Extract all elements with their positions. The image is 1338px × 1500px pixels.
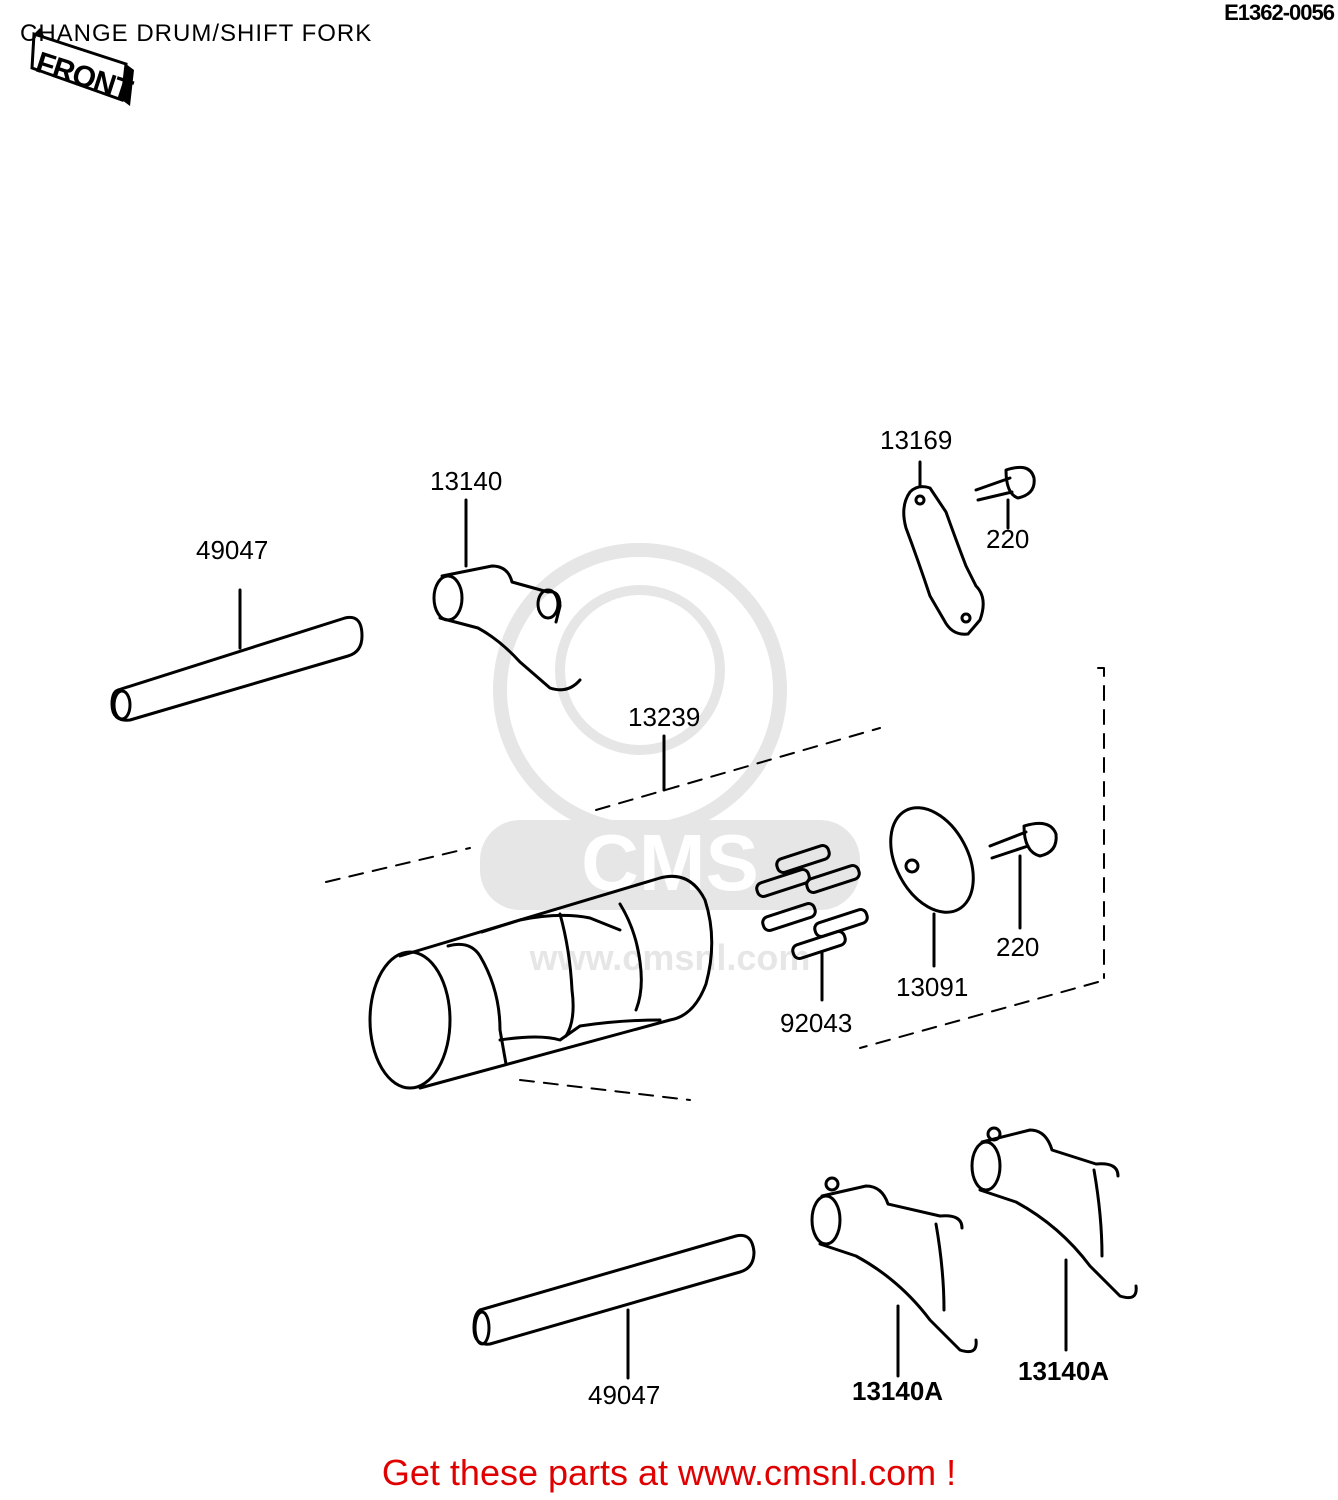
label-drum-cam: 13091: [896, 972, 969, 1002]
label-shift-rod-lower: 49047: [588, 1380, 661, 1410]
label-shift-fork-a2: 13140A: [1018, 1356, 1110, 1386]
page-title: CHANGE DRUM/SHIFT FORK: [20, 20, 373, 47]
watermark-url: www.cmsnl.com: [529, 937, 811, 978]
shift-rod-lower: [472, 1233, 756, 1380]
buy-parts-link[interactable]: Get these parts at www.cmsnl.com !: [381, 1452, 957, 1493]
label-shift-fork-a1: 13140A: [852, 1376, 944, 1406]
plate-top: [902, 460, 985, 636]
assembly-outline: [325, 667, 1105, 1101]
label-shift-fork-upper: 13140: [430, 466, 503, 496]
front-arrow-badge: [30, 28, 142, 106]
shift-fork-upper: [432, 498, 582, 692]
label-change-drum: 13239: [628, 702, 701, 732]
drum-pins: [755, 844, 869, 1002]
label-bolt-cam: 220: [996, 932, 1040, 962]
change-drum: [368, 734, 714, 1090]
diagram-code: E1362-0056: [1224, 0, 1335, 25]
shift-fork-a2: [970, 1126, 1138, 1352]
label-shift-rod-upper: 49047: [196, 535, 269, 565]
bolt-top: [974, 465, 1036, 530]
bolt-cam: [988, 821, 1058, 930]
shift-fork-a1: [810, 1176, 978, 1378]
label-bolt-top: 220: [986, 524, 1030, 554]
drum-cam: [889, 806, 975, 968]
label-drum-pins: 92043: [780, 1008, 853, 1038]
label-plate-top: 13169: [880, 425, 953, 455]
shift-rod-upper: [110, 588, 364, 722]
cms-watermark-logo: CMS www.cmsnl.com: [480, 543, 860, 978]
